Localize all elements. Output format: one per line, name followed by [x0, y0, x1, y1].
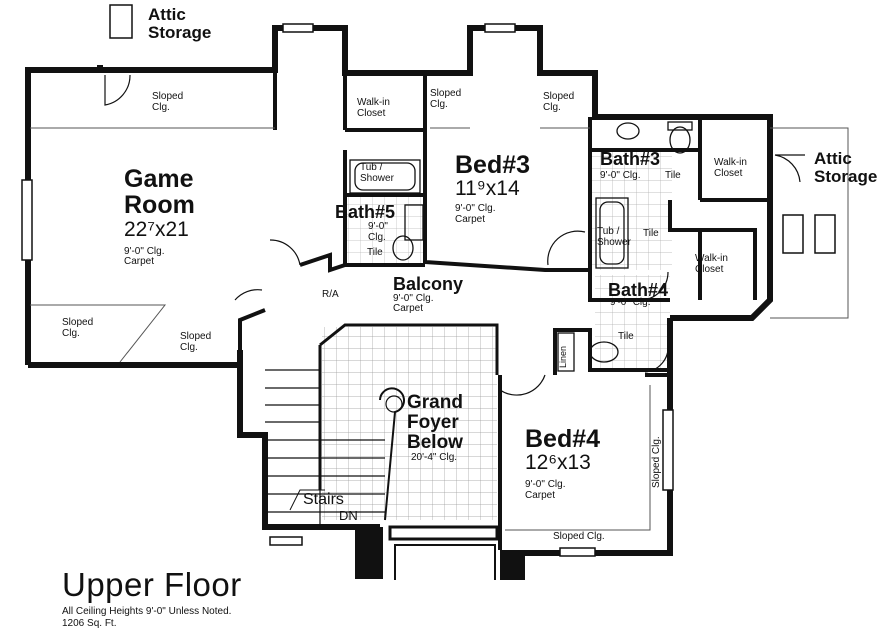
stairs-label: Stairs DN — [303, 491, 358, 523]
bath3-tile-area — [592, 150, 672, 270]
bath4-label: Bath#4 — [608, 280, 669, 300]
stairs-treads — [265, 369, 405, 527]
attic-hatch-top — [109, 4, 133, 39]
balcony-label: Balcony 9'-0" Clg. Carpet — [393, 274, 464, 315]
bath4-floor: Tile — [618, 331, 634, 342]
bed4-label: Bed#4 12⁶x13 9'-0" Clg. Carpet — [525, 425, 601, 501]
fixtures — [349, 121, 693, 372]
windows — [21, 23, 674, 557]
plan-title: Upper Floor — [62, 566, 242, 603]
foyer-railing — [319, 323, 499, 375]
game-room-label: Game Room 22⁷x21 9'-0" Clg. Carpet — [124, 165, 195, 268]
sloped-ceiling-lines — [30, 127, 849, 531]
footnote-heights: All Ceiling Heights 9'-0" Unless Noted. — [62, 606, 232, 617]
sloped-clg-bed4-right: Sloped Clg. — [651, 436, 662, 488]
entry-columns — [355, 525, 525, 580]
bath5-floor: Tile — [367, 247, 383, 258]
footnote-area: 1206 Sq. Ft. — [62, 618, 117, 629]
return-air-label: R/A — [322, 289, 339, 300]
bath5-label: Bath#5 — [335, 202, 396, 222]
linen-label: Linen — [558, 345, 568, 368]
bath4-ceiling: 9'-0" Clg. — [610, 297, 651, 308]
tub-shower-1-label: Tub /Shower — [360, 162, 394, 184]
attic-hatch-right-2 — [814, 214, 836, 254]
attic-hatch-right-1 — [782, 214, 804, 254]
door-swings — [104, 74, 805, 396]
bath3-tile-label: Tile — [643, 228, 659, 239]
bath4-tile-area — [595, 275, 670, 370]
sloped-clg-bed4-bottom: Sloped Clg. — [553, 531, 605, 542]
bath5-ceiling: 9'-0"Clg. — [368, 221, 388, 243]
bed3-label: Bed#3 11⁹x14 9'-0" Clg. Carpet — [455, 151, 531, 225]
interior-walls — [238, 70, 770, 550]
grand-foyer-label: Grand Foyer Below 20'-4" Clg. — [407, 392, 463, 463]
bath3-floor: Tile — [665, 170, 681, 181]
foyer-tile-area — [322, 327, 497, 520]
bath3-ceiling: 9'-0" Clg. — [600, 170, 641, 181]
tub-shower-2-label: Tub /Shower — [597, 226, 631, 248]
bath3-label: Bath#3 — [600, 149, 661, 169]
